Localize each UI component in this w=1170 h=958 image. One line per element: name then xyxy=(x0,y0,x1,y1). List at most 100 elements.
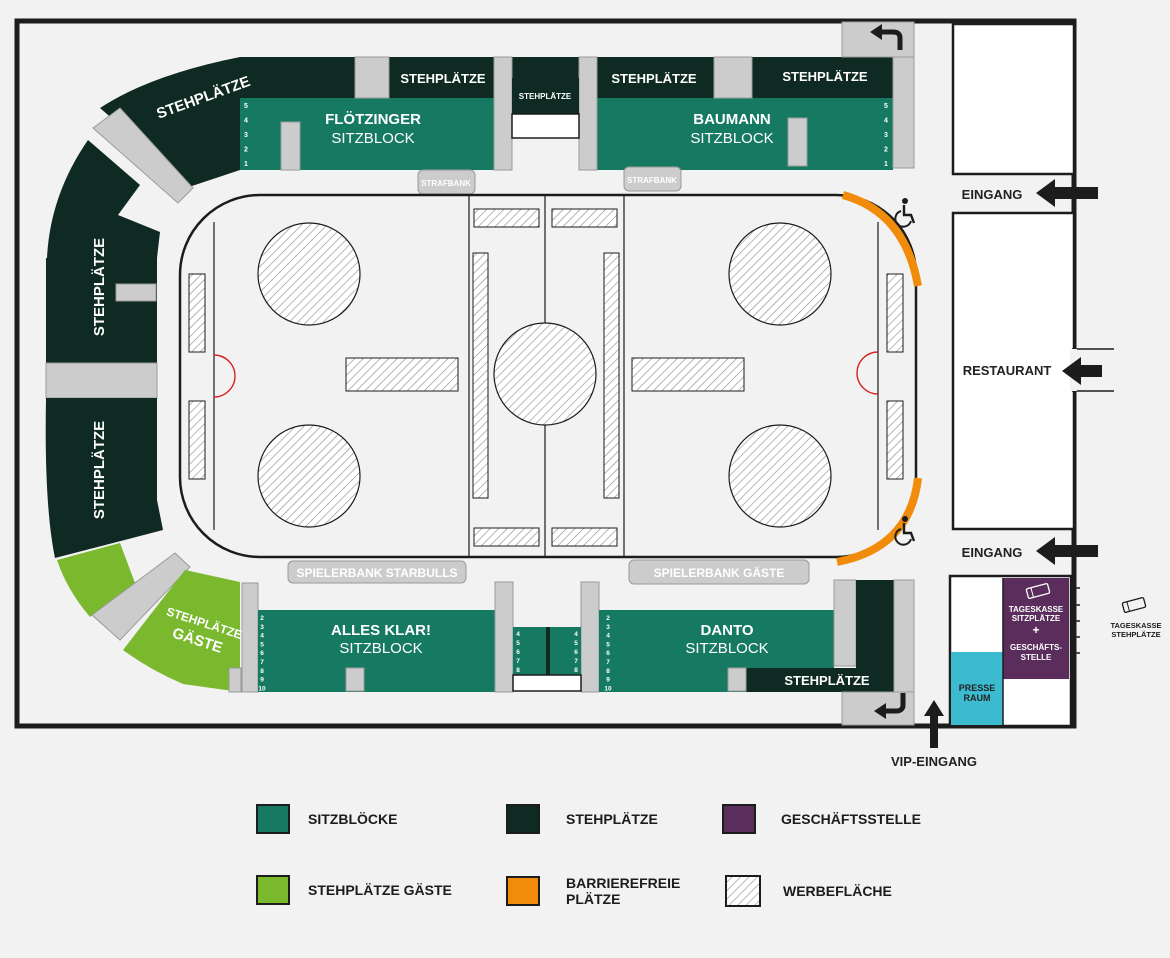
row-number: 5 xyxy=(606,641,610,648)
presseraum[interactable] xyxy=(951,652,1003,725)
baumann-sitzblock[interactable] xyxy=(597,98,893,170)
row-number: 9 xyxy=(606,677,610,684)
row-number: 5 xyxy=(244,103,248,110)
legend-geschaeftsstelle: GESCHÄFTSSTELLE xyxy=(722,804,931,834)
baumann-label: BAUMANN xyxy=(693,111,771,128)
floetzinger-sitzblock-label: SITZBLOCK xyxy=(331,130,414,147)
row-number: 1 xyxy=(884,161,888,168)
row-number: 2 xyxy=(244,147,248,154)
row-number: 5 xyxy=(260,641,264,648)
top-pillar-right xyxy=(578,56,598,171)
restaurant[interactable] xyxy=(951,211,1076,531)
top-left-stehplaetze[interactable] xyxy=(100,57,240,188)
left-walkway xyxy=(45,362,158,399)
row-number: 4 xyxy=(574,631,578,638)
geschaeftsstelle[interactable] xyxy=(1003,578,1069,679)
strafbank-right-label: STRAFBANK xyxy=(627,176,677,185)
stehplaetze-gaeste[interactable] xyxy=(123,570,240,692)
row-number: 3 xyxy=(260,624,264,631)
barrierefrei-bottom[interactable] xyxy=(836,477,922,566)
tageskasse-steh-line: TAGESKASSE xyxy=(1110,621,1161,630)
left-stehplaetze-upper[interactable] xyxy=(46,258,157,363)
row-number: 8 xyxy=(606,668,610,675)
alles-klar-label: ALLES KLAR! xyxy=(331,622,431,639)
legend-swatch-barrierefrei xyxy=(506,876,540,906)
row-number: 3 xyxy=(244,132,248,139)
left-stehplaetze-lower[interactable] xyxy=(45,398,163,558)
row-number: 3 xyxy=(606,624,610,631)
row-number: 4 xyxy=(606,633,610,640)
top-center-aisle xyxy=(511,113,580,139)
bottom-right-stehplaetze[interactable] xyxy=(746,668,894,692)
row-number: 5 xyxy=(884,103,888,110)
legend-label-sitzbloecke: SITZBLÖCKE xyxy=(308,811,398,827)
legend-werbeflaeche: WERBEFLÄCHE xyxy=(725,875,933,907)
entrance-arrow-icon xyxy=(1036,537,1098,565)
alles-klar-sitzblock[interactable] xyxy=(258,610,495,692)
top-gate-right xyxy=(713,56,753,99)
legend-label-stehplaetze: STEHPLÄTZE xyxy=(566,811,658,827)
row-number: 6 xyxy=(260,650,264,657)
tageskasse-steh-line: STEHPLÄTZE xyxy=(1111,630,1160,639)
left-aisle-upper xyxy=(115,283,157,302)
row-number: 4 xyxy=(884,118,888,125)
bottom-pillar-left xyxy=(494,581,514,693)
strafbank-left-label: STRAFBANK xyxy=(421,179,471,188)
top-gate-left xyxy=(354,56,390,99)
stehplaetze-gaeste-corner[interactable] xyxy=(57,543,135,617)
left-corner-stehplaetze[interactable] xyxy=(47,140,160,258)
danto-sitzblock-label: SITZBLOCK xyxy=(685,640,768,657)
exit-arrow-icon xyxy=(874,703,886,719)
row-number: 8 xyxy=(516,667,520,674)
row-number: 2 xyxy=(884,147,888,154)
danto-label: DANTO xyxy=(700,622,753,639)
top-center-stehplaetze xyxy=(512,78,579,114)
entrance-arrow-icon xyxy=(1036,179,1098,207)
eingang-top-label: EINGANG xyxy=(962,187,1023,202)
vip-eingang-label: VIP-EINGANG xyxy=(891,754,977,769)
left-stehplaetze-label-lower: STEHPLÄTZE xyxy=(91,421,108,519)
row-number: 7 xyxy=(606,659,610,666)
barrierefrei-top[interactable] xyxy=(841,191,922,287)
ticket-icon xyxy=(1121,597,1147,613)
legend-stehplaetze-gaeste: STEHPLÄTZE GÄSTE xyxy=(256,875,458,905)
row-number: 1 xyxy=(244,161,248,168)
row-number: 9 xyxy=(260,677,264,684)
floetzinger-aisle xyxy=(280,121,301,171)
row-number: 6 xyxy=(606,650,610,657)
spielerbank-gaeste xyxy=(628,559,810,585)
bottom-right-corner-stehplaetze[interactable] xyxy=(856,580,894,668)
legend-swatch-stehplaetze-gaeste xyxy=(256,875,290,905)
tageskasse-sitz-line: STELLE xyxy=(1021,653,1052,662)
row-number: 3 xyxy=(884,132,888,139)
ice-rink xyxy=(178,193,918,559)
left-stehplaetze-label-upper: STEHPLÄTZE xyxy=(91,238,108,336)
ticket-icon xyxy=(1025,583,1051,599)
row-numbers-top-left: 5 4 3 2 1 xyxy=(244,103,248,168)
restaurant-arrow-icon xyxy=(1062,357,1102,385)
bottom-right-pillar xyxy=(833,579,857,667)
row-number: 8 xyxy=(260,668,264,675)
tageskasse-sitz-line: GESCHÄFTS- xyxy=(1010,643,1062,652)
alles-klar-sitzblock-label: SITZBLOCK xyxy=(339,640,422,657)
row-number: 10 xyxy=(604,685,612,692)
top-stehplaetze-label-1: STEHPLÄTZE xyxy=(400,71,486,86)
strafbank-right xyxy=(623,166,682,192)
bottom-pillar-right xyxy=(580,581,600,693)
baumann-sitzblock-label: SITZBLOCK xyxy=(690,130,773,147)
row-number: 10 xyxy=(258,685,266,692)
exit-arrow-icon xyxy=(870,24,882,40)
row-number: 7 xyxy=(574,658,578,665)
row-number: 2 xyxy=(260,615,264,622)
legend-sitzbloecke: SITZBLÖCKE xyxy=(256,804,458,834)
right-building-top xyxy=(951,22,1076,176)
spielerbank-gaeste-label: SPIELERBANK GÄSTE xyxy=(654,565,785,580)
row-number: 4 xyxy=(244,118,248,125)
tageskasse-sitz-line: + xyxy=(1032,623,1039,637)
eingang-bottom-label: EINGANG xyxy=(962,545,1023,560)
legend-stehplaetze: STEHPLÄTZE xyxy=(506,804,716,834)
